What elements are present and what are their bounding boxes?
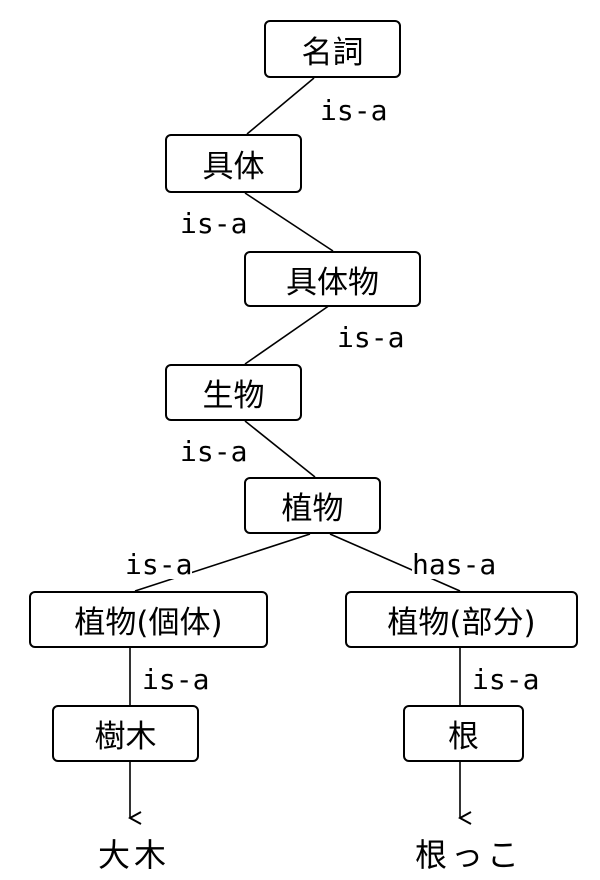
leaf-taiboku: 大木 <box>98 836 171 874</box>
node-shokubutsu: 植物 <box>244 477 381 534</box>
relation-label-shokubutsu-kotai: is-a <box>125 548 193 581</box>
relation-label-seibutsu-shokubutsu: is-a <box>180 435 248 468</box>
relation-label-meishi-gutai: is-a <box>320 94 388 127</box>
edge-shokubutsu-bubun <box>329 533 461 592</box>
node-meishi: 名詞 <box>264 20 401 78</box>
node-jumoku: 樹木 <box>52 705 199 762</box>
node-seibutsu: 生物 <box>165 364 302 421</box>
node-shokubutsu-kotai: 植物(個体) <box>29 591 268 648</box>
edge-meishi-gutai <box>246 77 315 135</box>
node-gutaibutsu: 具体物 <box>244 251 421 307</box>
node-ne: 根 <box>403 705 524 762</box>
leaf-nekko: 根っこ <box>415 836 524 874</box>
edge-gutaibutsu-seibutsu <box>244 304 331 365</box>
node-shokubutsu-bubun: 植物(部分) <box>345 591 578 648</box>
relation-label-shokubutsu-bubun: has-a <box>412 548 497 581</box>
edge-seibutsu-shokubutsu <box>244 420 316 478</box>
relation-label-kotai-jumoku: is-a <box>142 663 210 696</box>
relation-label-bubun-ne: is-a <box>472 663 540 696</box>
relation-label-gutai-gutaibutsu: is-a <box>180 207 248 240</box>
node-gutai: 具体 <box>165 134 302 193</box>
relation-label-gutaibutsu-seibutsu: is-a <box>337 321 405 354</box>
edge-shokubutsu-kotai <box>134 533 311 592</box>
edge-gutai-gutaibutsu <box>244 192 334 252</box>
